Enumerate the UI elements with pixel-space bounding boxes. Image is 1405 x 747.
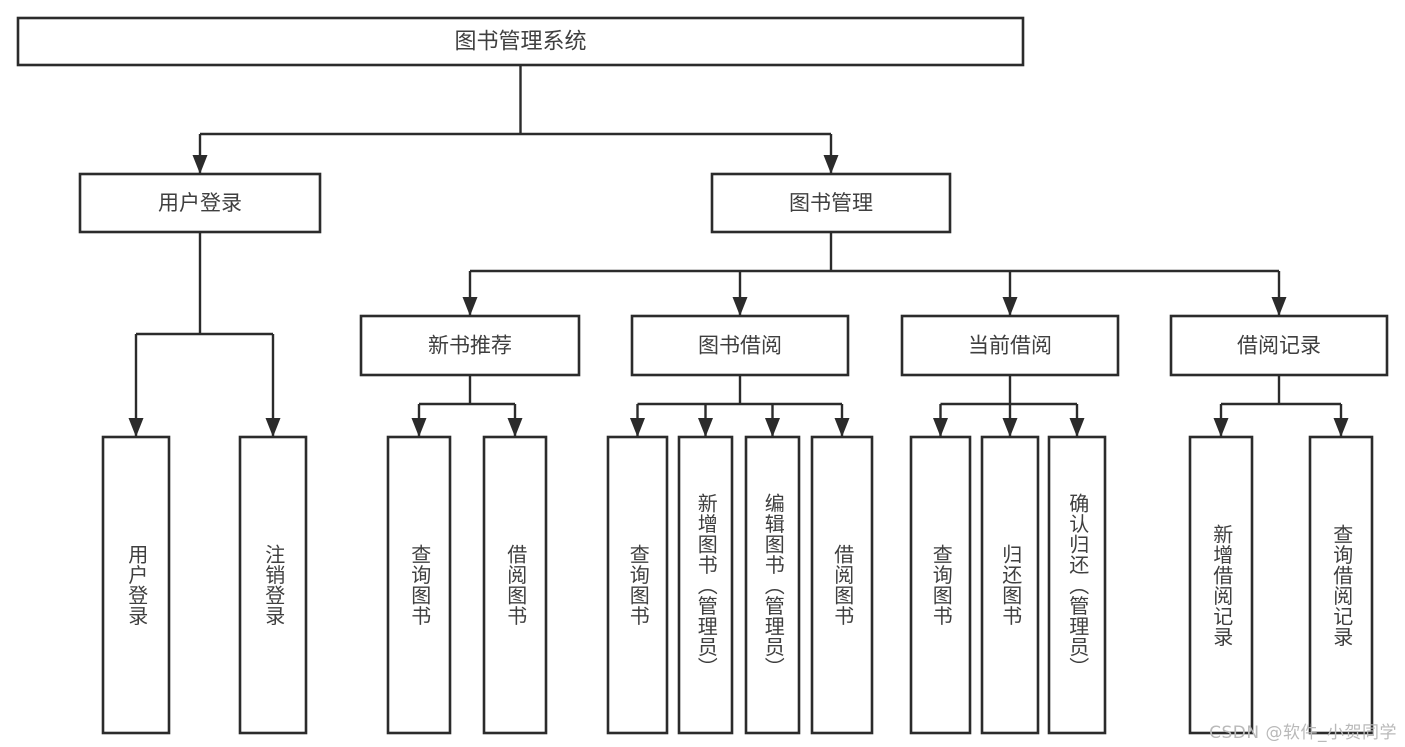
node-label: 图书借阅 [698,334,782,358]
arrow-head-icon [823,155,839,174]
arrow-head-icon [1213,418,1229,437]
node-root[interactable] [16,16,1025,67]
node-user-login[interactable] [78,172,322,234]
arrow-head-icon [462,297,478,316]
arrow-head-icon [834,418,850,437]
node-leaf-borrow-book-1[interactable] [482,435,548,735]
node-leaf-query-book-3[interactable] [909,435,972,735]
arrow-head-icon [1002,418,1018,437]
arrow-head-icon [732,297,748,316]
arrow-head-icon [192,155,208,174]
arrow-head-icon [1069,418,1085,437]
node-label: 新书推荐 [428,334,512,358]
node-label: 图书管理系统 [454,30,586,55]
arrow-head-icon [1333,418,1349,437]
arrow-head-icon [265,418,281,437]
node-label: 当前借阅 [968,334,1052,358]
node-leaf-add-book[interactable] [677,435,734,735]
arrow-head-icon [1002,297,1018,316]
node-current-borrow[interactable] [900,314,1120,377]
node-book-manage[interactable] [710,172,952,234]
node-leaf-add-record[interactable] [1188,435,1254,735]
arrow-head-icon [507,418,523,437]
node-borrow-record[interactable] [1169,314,1389,377]
arrow-head-icon [630,418,645,437]
node-box-layer [16,16,1389,735]
connector-layer [128,65,1349,437]
arrow-head-icon [411,418,427,437]
node-label: 借阅记录 [1237,334,1321,358]
arrow-head-icon [1271,297,1287,316]
node-leaf-borrow-book-2[interactable] [810,435,874,735]
node-label: 用户登录 [158,191,242,215]
arrow-head-icon [933,418,948,437]
node-leaf-query-book-2[interactable] [606,435,669,735]
node-label: 图书管理 [789,191,873,215]
arrow-head-icon [765,418,780,437]
csdn-watermark: CSDN @软件_小贺同学 [1209,723,1397,743]
node-new-book-recommend[interactable] [359,314,581,377]
node-leaf-user-login[interactable] [101,435,171,735]
node-leaf-query-book-1[interactable] [386,435,452,735]
node-leaf-return-book[interactable] [980,435,1040,735]
node-leaf-edit-book[interactable] [744,435,801,735]
node-leaf-confirm-return[interactable] [1047,435,1107,735]
node-book-borrow[interactable] [630,314,850,377]
arrow-head-icon [128,418,144,437]
node-leaf-logout[interactable] [238,435,308,735]
arrow-head-icon [698,418,713,437]
node-leaf-query-record[interactable] [1308,435,1374,735]
